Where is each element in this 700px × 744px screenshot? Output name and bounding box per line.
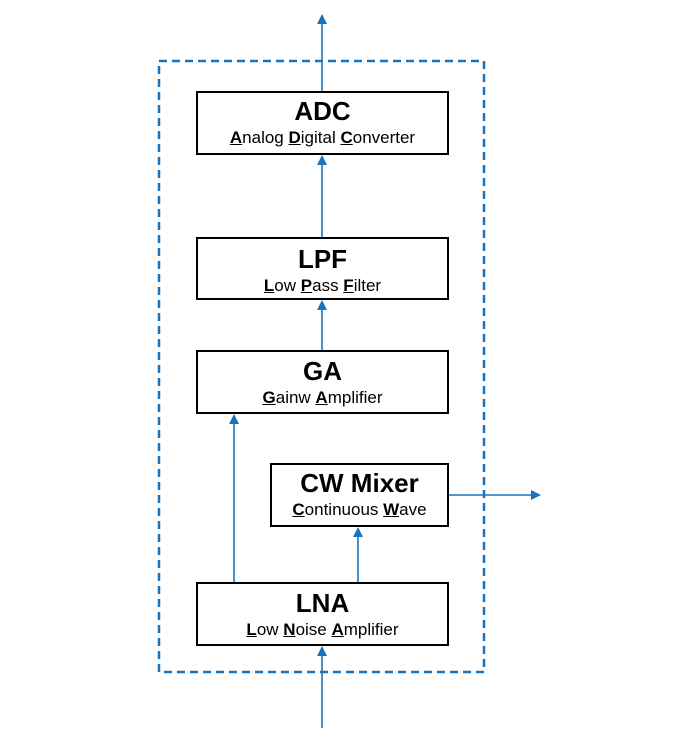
subtitle-segment: C: [340, 128, 353, 147]
subtitle-segment: ow: [274, 276, 301, 295]
subtitle-segment: mplifier: [343, 620, 399, 639]
subtitle-segment: A: [229, 128, 243, 147]
subtitle-segment: A: [315, 388, 328, 407]
subtitle-segment: D: [288, 128, 301, 147]
lpf-subtitle: Low Pass Filter: [198, 276, 447, 296]
subtitle-segment: A: [331, 620, 344, 639]
lpf-block: LPF Low Pass Filter: [196, 237, 449, 300]
ga-subtitle: Gainw Amplifier: [198, 388, 447, 408]
subtitle-segment: L: [246, 620, 257, 639]
subtitle-segment: mplifier: [327, 388, 383, 407]
subtitle-segment: L: [263, 276, 275, 295]
subtitle-segment: W: [383, 500, 400, 519]
lna-block: LNA Low Noise Amplifier: [196, 582, 449, 646]
subtitle-segment: C: [292, 500, 305, 519]
cw-mixer-subtitle: Continuous Wave: [272, 500, 447, 520]
subtitle-segment: G: [262, 388, 276, 407]
cw-mixer-block: CW Mixer Continuous Wave: [270, 463, 449, 527]
subtitle-segment: igital: [300, 128, 341, 147]
subtitle-segment: N: [283, 620, 296, 639]
subtitle-segment: onverter: [352, 128, 416, 147]
subtitle-segment: ow: [256, 620, 284, 639]
cw-mixer-title: CW Mixer: [300, 468, 419, 498]
subtitle-segment: nalog: [242, 128, 289, 147]
subtitle-segment: F: [343, 276, 354, 295]
lna-subtitle: Low Noise Amplifier: [198, 620, 447, 640]
subtitle-segment: ilter: [353, 276, 382, 295]
adc-block: ADC Analog Digital Converter: [196, 91, 449, 155]
adc-subtitle: Analog Digital Converter: [198, 128, 447, 148]
subtitle-segment: ainw: [275, 388, 316, 407]
subtitle-segment: ontinuous: [304, 500, 384, 519]
ga-title: GA: [303, 356, 342, 386]
lna-title: LNA: [295, 588, 350, 618]
subtitle-segment: oise: [295, 620, 332, 639]
lpf-title: LPF: [297, 244, 348, 274]
adc-title: ADC: [294, 96, 351, 126]
ga-block: GA Gainw Amplifier: [196, 350, 449, 414]
subtitle-segment: ave: [399, 500, 427, 519]
subtitle-segment: ass: [312, 276, 344, 295]
subtitle-segment: P: [300, 276, 313, 295]
